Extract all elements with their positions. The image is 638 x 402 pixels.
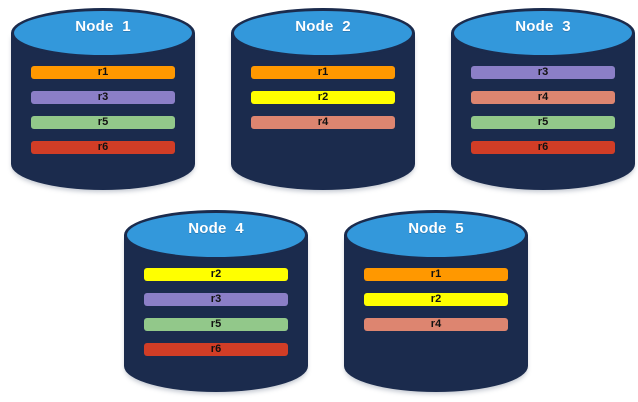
database-node-4[interactable]: Node 4 r2 r3 r5 r6	[124, 210, 308, 392]
replica-bar[interactable]: r4	[471, 91, 615, 104]
replica-list: r2 r3 r5 r6	[144, 268, 288, 356]
cylinder-body	[124, 235, 308, 392]
node-title: Node 2	[295, 18, 351, 35]
replica-bar[interactable]: r6	[471, 141, 615, 154]
replica-list: r1 r2 r4	[364, 268, 508, 331]
replica-bar[interactable]: r2	[251, 91, 395, 104]
database-node-1[interactable]: Node 1 r1 r3 r5 r6	[11, 8, 195, 190]
database-node-2[interactable]: Node 2 r1 r2 r4	[231, 8, 415, 190]
node-title: Node 4	[188, 220, 244, 237]
replica-bar[interactable]: r4	[364, 318, 508, 331]
replica-list: r3 r4 r5 r6	[471, 66, 615, 154]
replica-bar[interactable]: r5	[471, 116, 615, 129]
cylinder-body	[344, 235, 528, 392]
replica-list: r1 r3 r5 r6	[31, 66, 175, 154]
replica-bar[interactable]: r6	[144, 343, 288, 356]
replica-bar[interactable]: r6	[31, 141, 175, 154]
replica-bar[interactable]: r1	[364, 268, 508, 281]
replica-bar[interactable]: r5	[31, 116, 175, 129]
replica-list: r1 r2 r4	[251, 66, 395, 129]
database-node-3[interactable]: Node 3 r3 r4 r5 r6	[451, 8, 635, 190]
replica-bar[interactable]: r5	[144, 318, 288, 331]
replica-bar[interactable]: r2	[144, 268, 288, 281]
node-title: Node 3	[515, 18, 571, 35]
node-title: Node 5	[408, 220, 464, 237]
cylinder-top-ellipse	[451, 8, 635, 58]
database-node-5[interactable]: Node 5 r1 r2 r4	[344, 210, 528, 392]
replica-bar[interactable]: r1	[31, 66, 175, 79]
node-title: Node 1	[75, 18, 131, 35]
replica-bar[interactable]: r2	[364, 293, 508, 306]
cylinder-top-ellipse	[344, 210, 528, 260]
replica-bar[interactable]: r3	[471, 66, 615, 79]
replica-bar[interactable]: r3	[144, 293, 288, 306]
cylinder-top-ellipse	[11, 8, 195, 58]
cylinder-top-ellipse	[124, 210, 308, 260]
cylinder-body	[231, 33, 415, 190]
cylinder-top-ellipse	[231, 8, 415, 58]
replica-bar[interactable]: r1	[251, 66, 395, 79]
replica-bar[interactable]: r3	[31, 91, 175, 104]
cylinder-body	[451, 33, 635, 190]
replica-bar[interactable]: r4	[251, 116, 395, 129]
cylinder-body	[11, 33, 195, 190]
